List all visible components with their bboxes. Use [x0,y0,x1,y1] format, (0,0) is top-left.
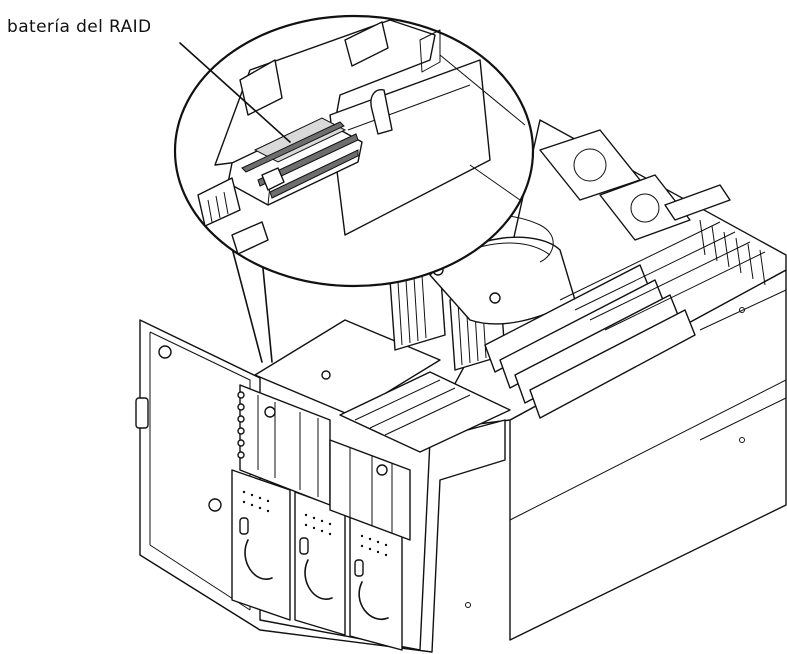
power-supply-3-handle [358,581,389,621]
front-thumbscrew-bottom [208,498,222,512]
drive-bay-screw-right [376,464,388,476]
power-supply-1 [231,469,291,621]
front-thumbscrew-top [158,345,172,359]
raid-battery-callout-label: batería del RAID [7,17,152,37]
power-supply-2-handle [304,559,333,600]
battery-clip [370,88,393,135]
front-handle-left [135,397,149,429]
center-cage [254,319,511,453]
magnified-inset [173,14,535,288]
power-supplies [231,469,403,651]
front-led-column [237,391,245,459]
magnifier-tube [231,247,273,363]
drive-bay-screw-left [264,406,276,418]
expansion-cards [484,219,766,419]
power-supply-1-handle [244,539,273,580]
raid-battery-leader-line [179,42,291,143]
drive-bays [237,384,411,541]
rear-fans [539,129,731,241]
